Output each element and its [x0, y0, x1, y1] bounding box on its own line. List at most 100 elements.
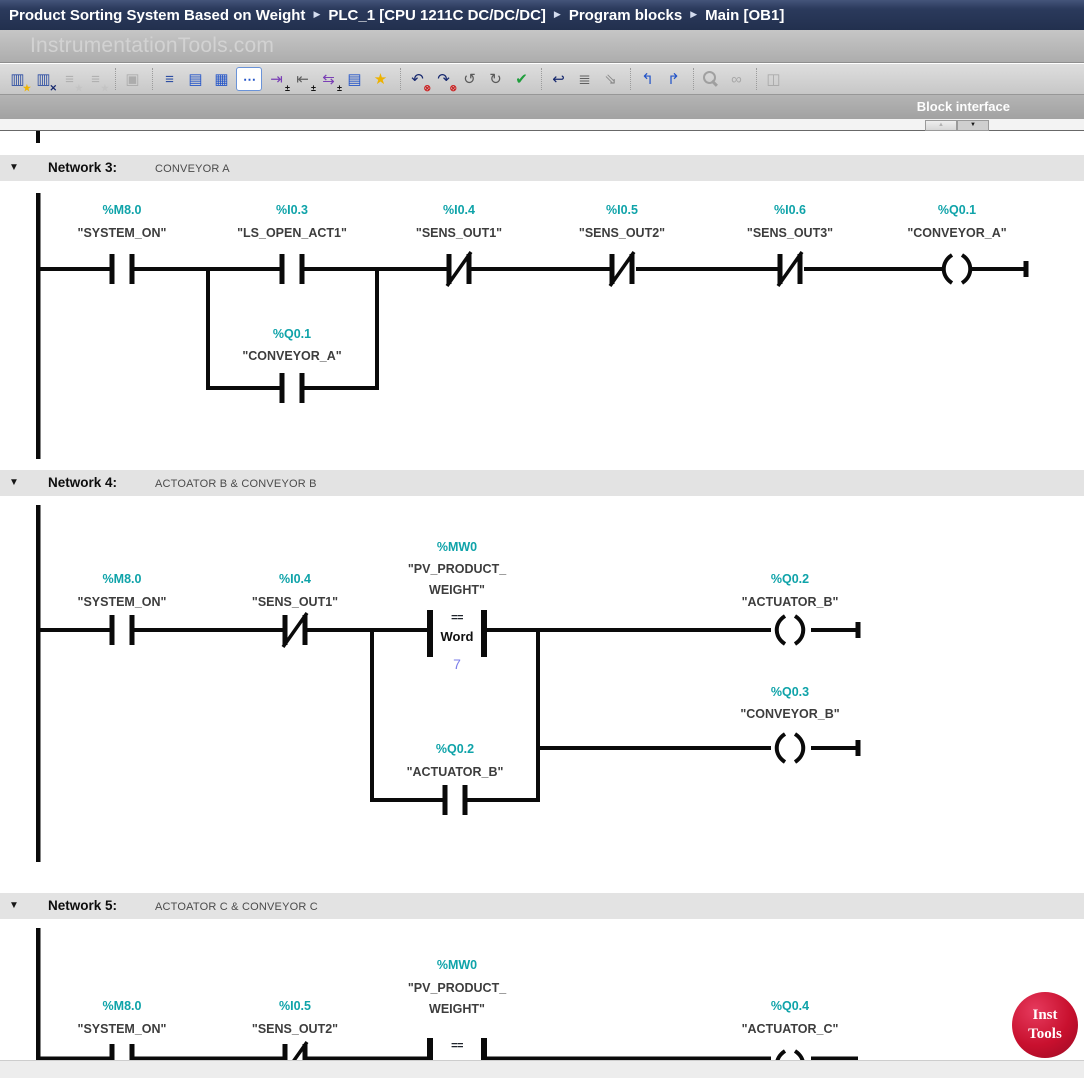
navigate-backward-icon[interactable]: ↰	[641, 70, 654, 88]
operand-tag[interactable]: WEIGHT"	[429, 1002, 485, 1016]
show-ff-parameters-icon[interactable]: ⇥±	[270, 70, 290, 93]
compare-value[interactable]: 7	[453, 656, 461, 672]
operand-address[interactable]: %MW0	[436, 540, 478, 554]
operand-tag[interactable]: "CONVEYOR_B"	[740, 707, 840, 721]
operand-tag[interactable]: "CONVEYOR_A"	[242, 349, 342, 363]
operand-address[interactable]: %MW0	[436, 958, 478, 972]
no-contact-symbol[interactable]	[109, 254, 135, 284]
splitter-expand-button[interactable]: ▲	[925, 120, 957, 131]
operand-tag[interactable]: "SENS_OUT1"	[415, 226, 503, 240]
update-block-call-icon[interactable]: ↺	[463, 70, 476, 88]
network-4-header[interactable]: ▼ Network 4: ACTOATOR B & CONVEYOR B	[0, 470, 1084, 496]
splitter-collapse-button[interactable]: ▼	[957, 120, 989, 131]
coil-symbol[interactable]	[774, 614, 806, 646]
next-error-icon[interactable]: ↷⊗	[437, 70, 457, 93]
favorites-icon[interactable]: ★	[373, 70, 388, 88]
expand-all-networks-icon[interactable]: ≡	[165, 70, 174, 88]
operand-address[interactable]: %Q0.1	[937, 203, 977, 217]
breadcrumb-plc[interactable]: PLC_1 [CPU 1211C DC/DC/DC]	[328, 6, 546, 24]
coil-symbol[interactable]	[941, 253, 973, 285]
nc-contact-symbol[interactable]	[776, 250, 804, 288]
no-contact-symbol[interactable]	[442, 785, 468, 815]
nc-contact-symbol[interactable]	[281, 611, 309, 649]
navigate-forward-icon[interactable]: ↱	[667, 70, 680, 88]
operand-tag[interactable]: "SENS_OUT2"	[251, 1022, 339, 1036]
compare-operator[interactable]: ==	[451, 1040, 463, 1052]
breadcrumb-program-blocks[interactable]: Program blocks	[568, 6, 683, 24]
operand-address[interactable]: %I0.3	[276, 203, 308, 217]
collapse-triangle-icon[interactable]: ▼	[9, 900, 19, 911]
no-contact-symbol[interactable]	[109, 1044, 135, 1060]
network-3-header[interactable]: ▼ Network 3: CONVEYOR A	[0, 155, 1084, 181]
operand-address[interactable]: %Q0.2	[435, 742, 475, 756]
operand-address[interactable]: %Q0.4	[770, 999, 810, 1013]
compare-box-symbol[interactable]	[427, 610, 487, 657]
network-comments-toggle-icon[interactable]: ⋯	[236, 67, 262, 91]
insert-row-icon[interactable]: ≡★	[65, 70, 83, 93]
operand-address[interactable]: %I0.4	[443, 203, 475, 217]
breadcrumb-main-ob1[interactable]: Main [OB1]	[705, 6, 785, 24]
operand-tag[interactable]: "ACTUATOR_B"	[406, 765, 504, 779]
network-3-comment[interactable]: CONVEYOR A	[155, 163, 230, 175]
operand-address[interactable]: %I0.5	[606, 203, 638, 217]
coil-symbol[interactable]	[774, 732, 806, 764]
keep-actual-values-icon[interactable]: ⇆±	[322, 70, 342, 93]
operand-tag[interactable]: "SENS_OUT2"	[578, 226, 666, 240]
insert-network-icon[interactable]: ▥★	[10, 70, 31, 93]
no-contact-symbol[interactable]	[109, 615, 135, 645]
operand-address[interactable]: %M8.0	[102, 203, 142, 217]
reset-start-values-icon[interactable]: ▣	[125, 70, 140, 88]
refresh-block-call-icon[interactable]: ↻	[489, 70, 502, 88]
operand-address[interactable]: %Q0.1	[272, 327, 312, 341]
operand-tag[interactable]: "SYSTEM_ON"	[77, 226, 167, 240]
operand-tag[interactable]: "CONVEYOR_A"	[907, 226, 1007, 240]
find-and-replace-icon[interactable]	[699, 68, 722, 90]
operand-tag[interactable]: "PV_PRODUCT_	[407, 981, 507, 995]
absolute-symbolic-operands-icon[interactable]: ≣	[578, 70, 591, 88]
nc-contact-symbol[interactable]	[608, 250, 636, 288]
compare-data-type[interactable]: Word	[440, 629, 474, 644]
network-4-comment[interactable]: ACTOATOR B & CONVEYOR B	[155, 478, 317, 490]
network-5-comment[interactable]: ACTOATOR C & CONVEYOR C	[155, 901, 318, 913]
collapse-triangle-icon[interactable]: ▼	[9, 477, 19, 488]
operand-tag[interactable]: "ACTUATOR_C"	[741, 1022, 839, 1036]
nc-contact-symbol[interactable]	[445, 250, 473, 288]
previous-error-icon[interactable]: ↶⊗	[411, 70, 431, 93]
operand-address[interactable]: %I0.4	[279, 572, 311, 586]
delete-network-icon[interactable]: ▥✕	[36, 70, 57, 93]
data-block-lock-icon[interactable]: ◫	[766, 70, 781, 88]
coil-symbol[interactable]	[775, 1049, 805, 1060]
collapse-triangle-icon[interactable]: ▼	[9, 162, 19, 173]
no-contact-symbol[interactable]	[279, 373, 305, 403]
operand-tag[interactable]: "ACTUATOR_B"	[741, 595, 839, 609]
network-5-header[interactable]: ▼ Network 5: ACTOATOR C & CONVEYOR C	[0, 893, 1084, 919]
parallel-branch	[206, 269, 379, 390]
operand-tag[interactable]: "SYSTEM_ON"	[77, 1022, 167, 1036]
show-hidden-parameters-icon[interactable]: ⇤±	[296, 70, 316, 93]
operand-address[interactable]: %Q0.3	[770, 685, 810, 699]
block-overview-icon[interactable]: ▤	[347, 70, 362, 88]
insert-row-after-icon[interactable]: ≡★	[91, 70, 109, 93]
operand-address[interactable]: %Q0.2	[770, 572, 810, 586]
operand-tag[interactable]: "SENS_OUT3"	[746, 226, 834, 240]
open-closed-networks-icon[interactable]: ▦	[214, 70, 229, 88]
free-form-comment-icon[interactable]: ⇘	[604, 70, 617, 88]
breadcrumb-project[interactable]: Product Sorting System Based on Weight	[9, 6, 306, 24]
consistency-check-icon[interactable]: ✔	[515, 70, 528, 88]
operand-address[interactable]: %M8.0	[102, 572, 142, 586]
operand-address[interactable]: %I0.6	[774, 203, 806, 217]
operand-tag[interactable]: "LS_OPEN_ACT1"	[237, 226, 347, 240]
nc-contact-symbol[interactable]	[282, 1040, 309, 1060]
go-to-definition-icon[interactable]: ↩	[552, 70, 565, 88]
operand-address[interactable]: %M8.0	[102, 999, 142, 1013]
operand-tag[interactable]: "SENS_OUT1"	[251, 595, 339, 609]
operand-tag[interactable]: WEIGHT"	[429, 583, 485, 597]
spectacles-view-icon[interactable]: ∞	[731, 70, 742, 88]
operand-address[interactable]: %I0.5	[279, 999, 311, 1013]
operand-tag[interactable]: "SYSTEM_ON"	[77, 595, 167, 609]
operand-tag[interactable]: "PV_PRODUCT_	[407, 562, 507, 576]
compare-box-symbol[interactable]	[427, 1038, 487, 1060]
collapse-all-networks-icon[interactable]: ▤	[188, 70, 203, 88]
compare-operator[interactable]: ==	[451, 612, 463, 624]
no-contact-symbol[interactable]	[279, 254, 305, 284]
